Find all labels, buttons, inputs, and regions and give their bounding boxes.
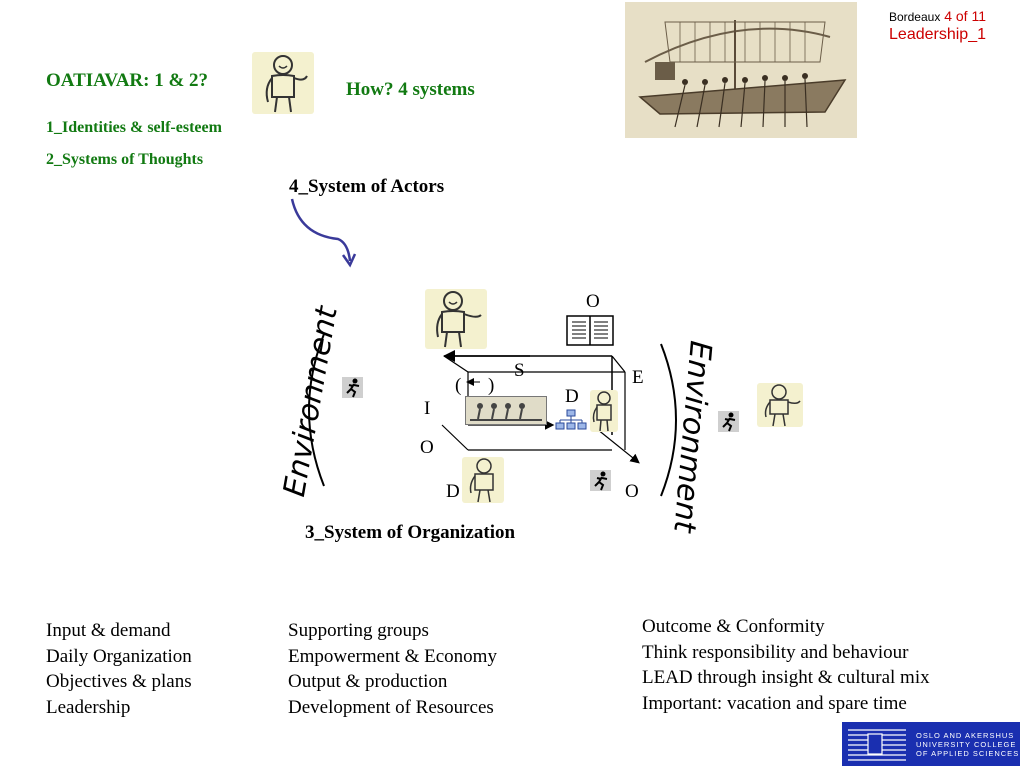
right-bracket-curve	[660, 343, 677, 497]
system-4-label: 4_System of Actors	[289, 176, 445, 197]
list-item: Input & demand	[46, 620, 171, 641]
letter-d-mid: D	[565, 386, 579, 407]
letter-o-top: O	[586, 291, 600, 312]
org-chart-icon	[555, 409, 587, 431]
logo-text-line: UNIVERSITY COLLEGE	[916, 739, 1017, 749]
list-item: Development of Resources	[288, 696, 494, 718]
system-3-label: 3_System of Organization	[305, 522, 516, 543]
how-heading: How? 4 systems	[346, 79, 475, 100]
running-man-icon	[590, 470, 611, 491]
header-title: Leadership_1	[889, 26, 986, 43]
ship-drawing	[625, 2, 857, 138]
header-page-number: 4 of 11	[944, 8, 986, 24]
paren-open: (	[455, 375, 462, 396]
logo-text-line: OF APPLIED SCIENCES	[916, 748, 1020, 758]
list-item: Outcome & Conformity	[642, 616, 825, 637]
oatiavar-heading: OATIAVAR: 1 & 2?	[46, 70, 209, 91]
letter-e: E	[632, 367, 644, 388]
column-2-list: Supporting groups Empowerment & Economy …	[288, 618, 497, 720]
header-location: Bordeaux	[888, 10, 941, 24]
page-header: Bordeaux 4 of 11 Leadership_1	[860, 8, 986, 44]
letter-i: I	[424, 398, 431, 419]
system-2-label: 2_Systems of Thoughts	[46, 151, 204, 168]
list-item: Empowerment & Economy	[288, 645, 497, 667]
letter-d-bottom: D	[446, 481, 460, 502]
list-item: Output & production	[288, 671, 448, 692]
paren-close: )	[488, 375, 495, 396]
curved-arrow-icon	[290, 198, 357, 268]
leader-figure-image	[425, 289, 487, 349]
running-man-icon	[718, 411, 739, 432]
letter-o-left: O	[420, 437, 434, 458]
stick-figure-image	[252, 52, 314, 114]
environment-label-left: Environment	[277, 303, 345, 500]
logo-mark-icon	[848, 729, 906, 761]
right-figure-image	[757, 383, 803, 427]
left-bracket-curve	[308, 333, 325, 487]
list-item: LEAD through insight & cultural mix	[642, 667, 930, 688]
list-item: Daily Organization	[46, 645, 192, 667]
book-icon	[566, 313, 614, 347]
list-item: Think responsibility and behaviour	[642, 641, 909, 663]
list-item: Leadership	[46, 696, 131, 718]
list-item: Objectives & plans	[46, 671, 192, 692]
running-man-icon	[342, 377, 363, 398]
letter-s: S	[514, 360, 525, 381]
small-figure-image	[590, 390, 618, 432]
ancient-ship-image	[625, 2, 857, 138]
bottom-figure-image	[462, 457, 504, 503]
column-1-list: Input & demand Daily Organization Object…	[46, 618, 192, 720]
list-item: Important: vacation and spare time	[642, 692, 907, 714]
list-item: Supporting groups	[288, 620, 429, 641]
letter-o-bottom: O	[625, 481, 639, 502]
college-logo: OSLO AND AKERSHUS UNIVERSITY COLLEGE OF …	[842, 722, 1020, 766]
logo-text-line: OSLO AND AKERSHUS	[916, 730, 1015, 740]
column-3-list: Outcome & Conformity Think responsibilit…	[642, 614, 930, 716]
rowers-image	[465, 396, 547, 425]
system-1-label: 1_Identities & self-esteem	[46, 119, 222, 136]
